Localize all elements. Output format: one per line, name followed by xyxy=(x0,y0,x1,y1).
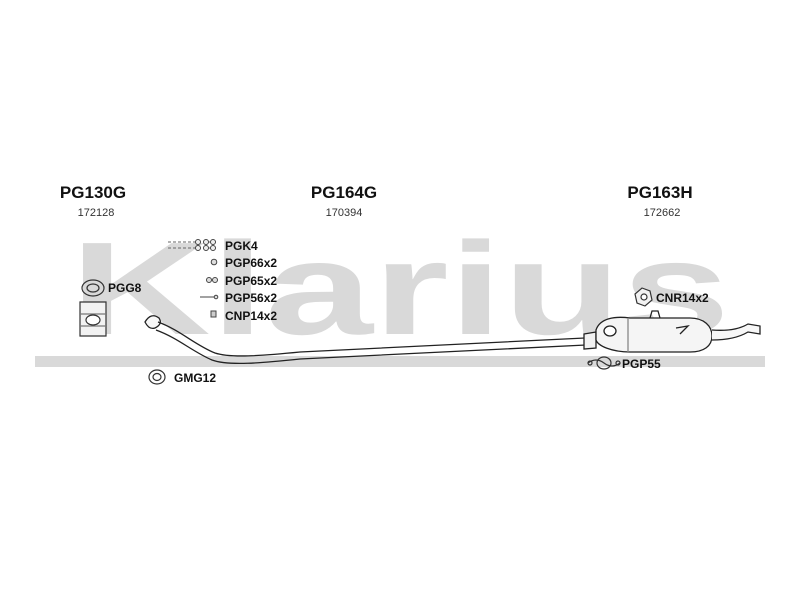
label-pgk4: PGK4 xyxy=(225,239,258,253)
label-cnr14: CNR14x2 xyxy=(656,291,709,305)
bolt-icon xyxy=(206,277,218,283)
part-number-left: 172128 xyxy=(78,207,115,219)
hex-nut-icon xyxy=(634,287,653,307)
label-cnp14: CNP14x2 xyxy=(225,309,277,323)
label-gmg12: GMG12 xyxy=(174,371,216,385)
watermark: Klarius xyxy=(35,215,765,367)
bolt-icon xyxy=(210,258,218,266)
mounting-rubber-icon xyxy=(79,301,107,337)
gasket-ring-icon xyxy=(81,279,105,297)
exhaust-front-pipe xyxy=(144,315,587,365)
gasket-ring-icon xyxy=(148,369,166,385)
label-pgp66: PGP66x2 xyxy=(225,256,277,270)
label-pgp56: PGP56x2 xyxy=(225,291,277,305)
part-number-middle: 170394 xyxy=(326,207,363,219)
label-pgg8: PGG8 xyxy=(108,281,142,295)
nut-icon xyxy=(210,310,217,318)
flange-gasket-icon xyxy=(587,356,621,370)
watermark-bar xyxy=(35,356,765,367)
label-pgp65: PGP65x2 xyxy=(225,274,277,288)
rear-silencer xyxy=(583,310,761,353)
part-number-right: 172662 xyxy=(644,207,681,219)
bolt-icon xyxy=(200,294,219,300)
bolt-set-icon xyxy=(168,239,218,251)
part-code-middle: PG164G xyxy=(311,183,377,202)
part-code-left: PG130G xyxy=(60,183,126,202)
label-pgp55: PGP55 xyxy=(622,357,661,371)
part-code-right: PG163H xyxy=(627,183,692,202)
